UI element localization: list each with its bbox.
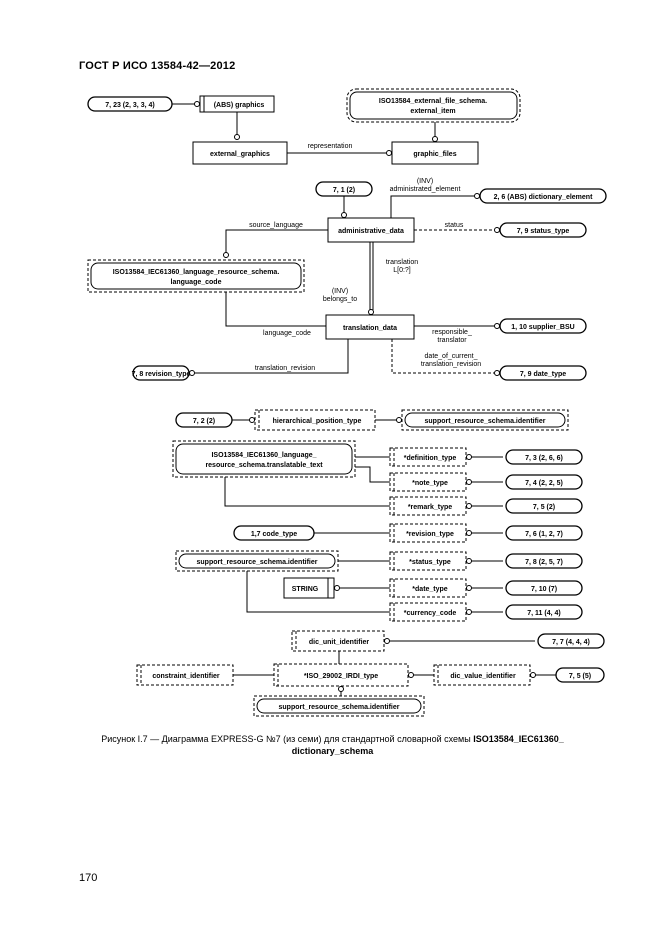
relation-label: translator [437, 337, 467, 344]
simple-type-text: STRING [292, 586, 319, 593]
ref-box [537, 633, 605, 649]
ref-text: 7, 8 revision_type [132, 371, 191, 378]
relation-label: representation [308, 143, 353, 150]
ref-box [499, 318, 587, 334]
ref-text: 7, 2 (2) [193, 418, 215, 425]
type-text: *definition_type [404, 455, 457, 462]
type-text: *ISO_29002_IRDI_type [304, 673, 378, 680]
ref-text: 7, 9 date_type [520, 371, 566, 378]
inverse-label: (INV) [417, 178, 433, 185]
type-text: constraint_identifier [152, 673, 220, 680]
schema-ref-text: support_resource_schema.identifier [425, 418, 546, 425]
type-text: *revision_type [406, 531, 454, 538]
ref-text: 7, 9 status_type [517, 228, 570, 235]
ref-box [505, 474, 583, 490]
ref-box [505, 525, 583, 541]
relation-label: L[0:?] [393, 267, 411, 274]
type-text: *remark_type [408, 504, 452, 511]
ref-text: 7, 8 (2, 5, 7) [525, 559, 563, 566]
schema-ref-text: ISO13584_external_file_schema. [379, 98, 487, 105]
schema-ref-box [346, 88, 521, 123]
caption-bold-1: ISO13584_IEC61360_ [473, 734, 564, 744]
type-text: *currency_code [404, 610, 457, 617]
type-text: dic_value_identifier [450, 673, 516, 680]
ref-text: 1, 10 supplier_BSU [511, 324, 574, 331]
ref-box [479, 188, 607, 204]
ref-box [505, 580, 583, 596]
ref-text: 7, 4 (2, 2, 5) [525, 480, 563, 487]
type-text: *status_type [409, 559, 451, 566]
page-number: 170 [79, 872, 98, 884]
relation-label: date_of_current_ [425, 353, 478, 360]
figure-caption: Рисунок I.7 — Диаграмма EXPRESS-G №7 (из… [60, 733, 605, 757]
ref-box [505, 498, 583, 514]
ref-box [132, 365, 190, 381]
ref-text: 7, 1 (2) [333, 187, 355, 194]
schema-ref-text: resource_schema.translatable_text [205, 462, 323, 469]
schema-ref-text: ISO13584_IEC61360_language_resource_sche… [113, 269, 280, 276]
inverse-label: (INV) [332, 288, 348, 295]
ref-text: 1,7 code_type [251, 531, 297, 538]
type-text: dic_unit_identifier [309, 639, 370, 646]
caption-bold-2: dictionary_schema [291, 746, 374, 756]
relation-label: source_language [249, 222, 303, 229]
entity-box [325, 314, 415, 340]
inverse-label: administrated_element [390, 186, 461, 193]
ref-text: 7, 5 (5) [569, 673, 591, 680]
ref-box [499, 365, 587, 381]
entity-text: translation_data [343, 325, 397, 332]
type-text: *date_type [412, 586, 448, 593]
caption-text: Рисунок I.7 — Диаграмма EXPRESS-G №7 (из… [101, 734, 474, 744]
ref-text: 7, 7 (4, 4, 4) [552, 639, 590, 646]
ref-box [505, 604, 583, 620]
ref-text: 7, 23 (2, 3, 3, 4) [105, 102, 154, 109]
ref-text: 7, 3 (2, 6, 6) [525, 455, 563, 462]
entity-text: (ABS) graphics [214, 102, 265, 109]
ref-text: 7, 10 (7) [531, 586, 557, 593]
ref-box [499, 222, 587, 238]
relation-label: status [445, 222, 464, 229]
schema-ref-text: support_resource_schema.identifier [279, 704, 400, 711]
schema-ref-text: support_resource_schema.identifier [197, 559, 318, 566]
schema-ref-box [172, 440, 356, 478]
ref-text: 7, 11 (4, 4) [527, 610, 560, 617]
ref-box [505, 449, 583, 465]
entity-text: graphic_files [413, 151, 456, 158]
ref-text: 2, 6 (ABS) dictionary_element [494, 194, 593, 201]
schema-ref-box [401, 409, 569, 431]
relation-label: responsible_ [432, 329, 472, 336]
ref-box [555, 667, 605, 683]
schema-ref-text: ISO13584_IEC61360_language_ [211, 452, 316, 459]
relation-label: language_code [263, 330, 311, 337]
relation-label: translation_revision [255, 365, 315, 372]
document-header: ГОСТ Р ИСО 13584-42—2012 [79, 60, 236, 72]
schema-ref-text: external_item [410, 108, 455, 115]
relation-label: translation [386, 259, 418, 266]
ref-box [505, 553, 583, 569]
entity-text: external_graphics [210, 151, 270, 158]
type-text: *note_type [412, 480, 448, 487]
ref-text: 7, 6 (1, 2, 7) [525, 531, 563, 538]
type-text: hierarchical_position_type [273, 418, 362, 425]
relation-label: translation_revision [421, 361, 481, 368]
entity-text: administrative_data [338, 228, 404, 235]
schema-ref-text: language_code [171, 279, 222, 286]
schema-ref-box [87, 259, 305, 293]
inverse-label: belongs_to [323, 296, 357, 303]
ref-text: 7, 5 (2) [533, 504, 555, 511]
schema-ref-box [253, 695, 425, 717]
